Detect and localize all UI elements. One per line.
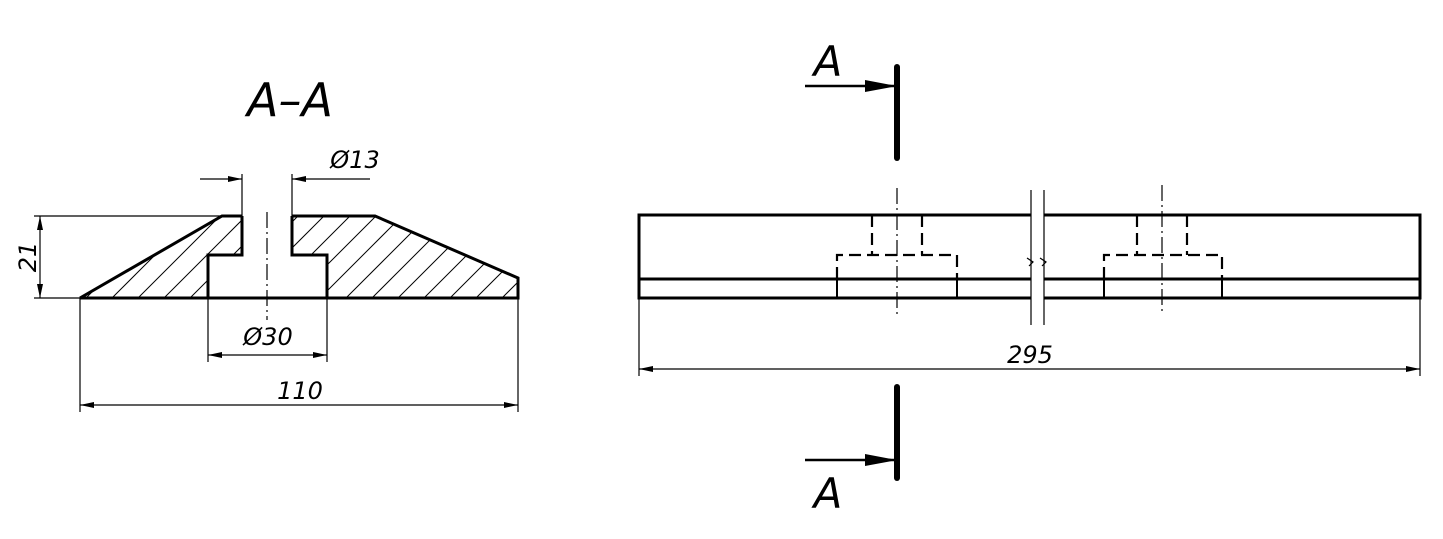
hatch-line [345,216,429,298]
hidden-hole-right [1102,185,1224,315]
hatch-line [163,216,247,298]
section-title: A–A [244,73,333,127]
section-view: A–A Ø13 21 Ø30 110 [14,73,688,412]
hatch-line [241,216,325,298]
hatch-line [449,216,518,298]
hatch-line [501,216,518,298]
section-outline [79,214,520,300]
front-view: 295 A A [637,37,1422,518]
hatch-line [85,216,169,298]
section-mark-top: A [805,37,900,161]
hatch-line [423,216,507,298]
section-mark-bottom: A [805,384,900,518]
dim-height: 21 [14,242,42,273]
hidden-hole-left [835,188,959,315]
hatch-line [528,216,610,298]
hatch-line [580,216,662,298]
hatch-line [267,216,351,298]
dim-hole-small: Ø13 [329,146,379,174]
hatch-line [293,216,377,298]
hatch-line [137,216,221,298]
dim-length: 295 [1007,341,1053,369]
hatch-line [606,216,688,298]
hatch-line [319,216,403,298]
dim-hole-large: Ø30 [242,323,292,351]
hatch-line [215,216,299,298]
section-label-bottom: A [811,469,843,518]
hatch-line [554,216,636,298]
hatch-line [371,216,455,298]
dim-width: 110 [277,377,323,405]
section-label-top: A [811,37,843,86]
plate-outline [637,213,1422,300]
hatching [80,216,688,298]
